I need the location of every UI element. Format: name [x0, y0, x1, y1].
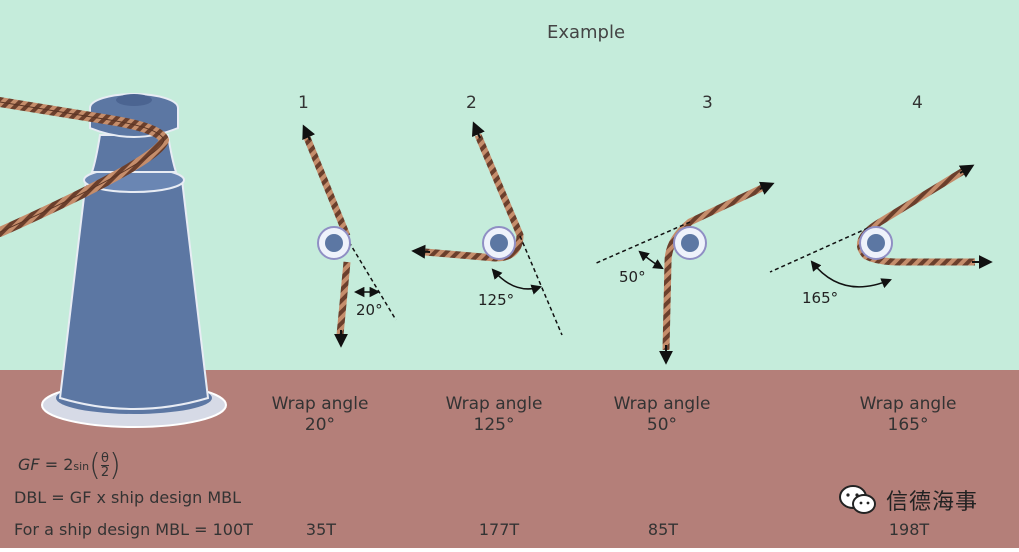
example-3-diagram — [593, 181, 775, 365]
example-number-4: 4 — [912, 93, 923, 113]
watermark-text: 信德海事 — [886, 490, 979, 515]
example-4-diagram — [769, 164, 993, 289]
example-number-2: 2 — [466, 93, 477, 113]
angle-label-3: 50° — [619, 268, 646, 286]
angle-label-4: 165° — [802, 289, 838, 307]
wrap-angle-title: Wrap angle — [613, 394, 711, 414]
example-1-diagram — [302, 124, 397, 348]
bollard-rope-outline — [0, 101, 165, 233]
angle-label-1: 20° — [356, 301, 383, 319]
mbl-statement: For a ship design MBL = 100T — [14, 520, 253, 539]
wrap-angle-title: Wrap angle — [859, 394, 957, 414]
wechat-icon — [839, 485, 876, 514]
wrap-angle-4: Wrap angle 165° — [838, 394, 978, 436]
example-number-3: 3 — [702, 93, 713, 113]
page-title: Example — [546, 22, 626, 43]
wrap-angle-value: 165° — [887, 415, 929, 435]
watermark: 信德海事 — [838, 484, 978, 516]
formula-lhs: GF — [18, 455, 40, 474]
tons-2: 177T — [478, 520, 520, 539]
wrap-angle-2: Wrap angle 125° — [424, 394, 564, 436]
wrap-angle-title: Wrap angle — [271, 394, 369, 414]
angle-label-2: 125° — [478, 291, 514, 309]
wrap-angle-title: Wrap angle — [445, 394, 543, 414]
formula-denominator: 2 — [100, 465, 110, 480]
formula-fn: sin — [73, 460, 90, 473]
formula-equals: = 2 — [44, 455, 74, 474]
tons-4: 198T — [888, 520, 930, 539]
wrap-angle-value: 125° — [473, 415, 515, 435]
tons-1: 35T — [305, 520, 337, 539]
formula-numerator: θ — [101, 451, 109, 466]
wrap-angle-3: Wrap angle 50° — [592, 394, 732, 436]
wrap-angle-1: Wrap angle 20° — [250, 394, 390, 436]
wrap-angle-value: 20° — [304, 415, 336, 435]
tons-3: 85T — [647, 520, 679, 539]
wrap-angle-value: 50° — [646, 415, 678, 435]
example-number-1: 1 — [298, 93, 309, 113]
dbl-formula: DBL = GF x ship design MBL — [14, 488, 242, 507]
example-2-diagram — [411, 121, 563, 336]
